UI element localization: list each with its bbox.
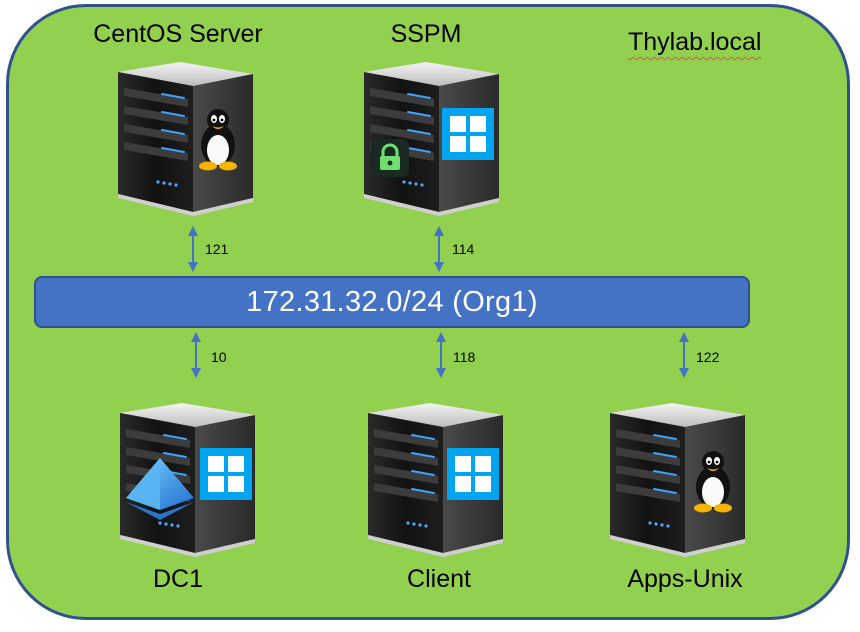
subnet-bar: 172.31.32.0/24 (Org1) [34,276,750,328]
windows-icon [442,108,494,160]
host-label-client: Client [407,565,471,593]
server-apps-unix [609,402,746,558]
host-label-dc1: DC1 [152,565,203,593]
windows-icon [200,448,252,500]
server-centos-server [117,61,254,217]
server-dc1 [119,402,256,558]
ip-label-apps-unix: 122 [696,349,720,365]
windows-icon [447,448,499,500]
subnet-label: 172.31.32.0/24 (Org1) [246,285,538,318]
server-sspm [363,61,500,217]
ip-label-sspm: 114 [452,241,475,257]
active-directory-icon [126,458,194,520]
host-label-sspm: SSPM [390,20,462,48]
host-label-apps-unix: Apps-Unix [627,565,743,593]
domain-name-label: Thylab.local [628,28,762,56]
server-client [367,402,504,558]
ip-label-dc1: 10 [211,349,227,365]
host-label-centos-server: CentOS Server [93,20,263,48]
ip-label-centos-server: 121 [205,241,229,257]
ip-label-client: 118 [453,349,476,365]
lock-icon [371,139,409,177]
